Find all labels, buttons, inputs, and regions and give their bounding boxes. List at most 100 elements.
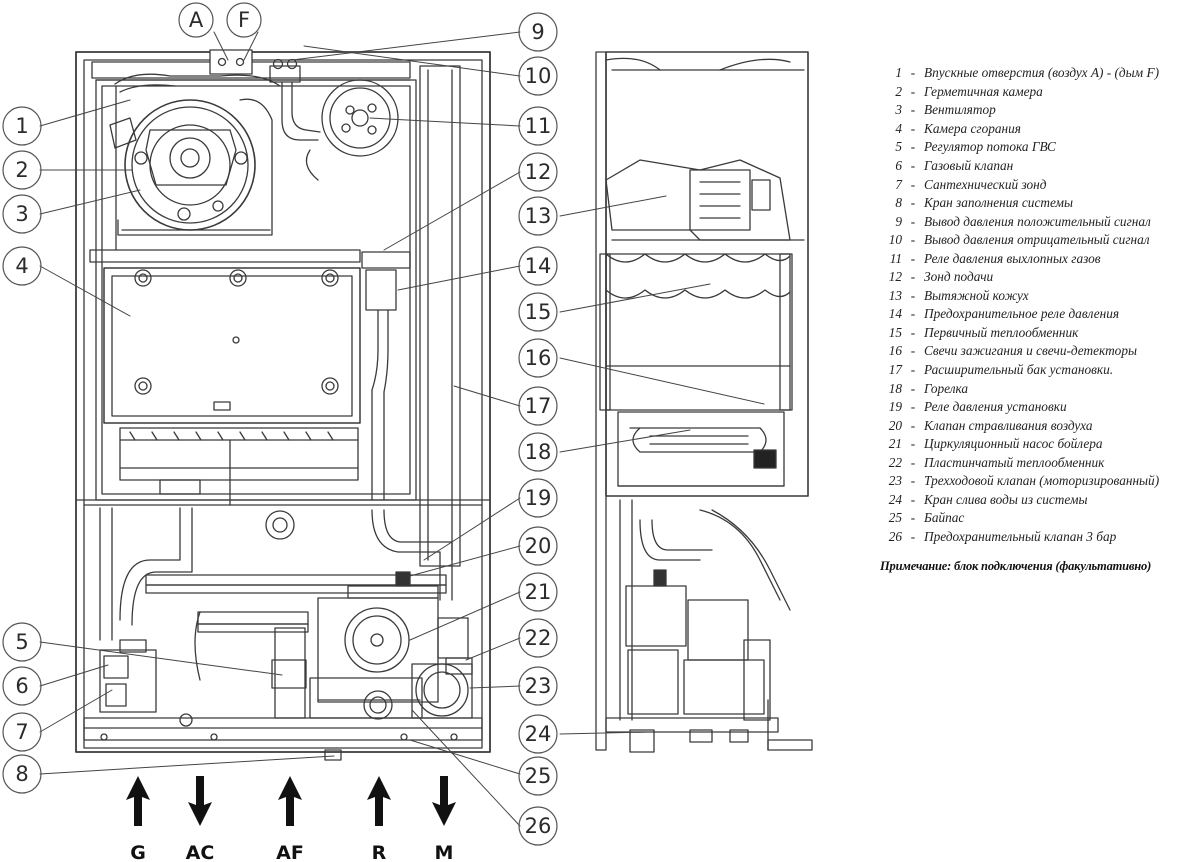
legend-text: Регулятор потока ГВС [924,139,1056,155]
legend-row: 6-Газовый клапан [880,157,1196,176]
legend-number: 14 [888,306,902,322]
parts-legend: 1-Впускные отверстия (воздух А) - (дым F… [880,64,1196,546]
legend-text: Циркуляционный насос бойлера [924,436,1103,452]
legend-separator: - [910,454,916,470]
legend-row: 22-Пластинчатый теплообменник [880,453,1196,472]
legend-row: 19-Реле давления установки [880,398,1196,417]
legend-row: 26-Предохранительный клапан 3 бар [880,528,1196,547]
callout-20: 20 [525,534,552,558]
legend-row: 10-Вывод давления отрицательный сигнал [880,231,1196,250]
legend-text: Трехходовой клапан (моторизированный) [924,473,1160,489]
legend-text: Пластинчатый теплообменник [924,454,1105,470]
callout-17: 17 [525,394,552,418]
legend-row: 4-Камера сгорания [880,120,1196,139]
callout-12: 12 [525,160,552,184]
callout-24: 24 [525,722,552,746]
connection-label-r: R [372,842,387,862]
legend-number: 8 [895,195,902,211]
callout-13: 13 [525,204,552,228]
legend-text: Свечи зажигания и свечи-детекторы [924,343,1137,359]
callout-3: 3 [15,202,28,226]
connection-label-ac: AC [186,842,215,862]
callout-18: 18 [525,440,552,464]
legend-separator: - [910,380,916,396]
legend-number: 7 [895,176,902,192]
legend-number: 5 [895,139,902,155]
side-flue-hood [605,159,791,241]
legend-text: Сантехнический зонд [924,176,1047,192]
legend-row: 9-Вывод давления положительный сигнал [880,212,1196,231]
legend-number: 16 [888,343,902,359]
legend-number: 3 [895,102,902,118]
arrow-up-icon [126,776,150,826]
connection-label-m: M [435,842,454,862]
legend-separator: - [910,120,916,136]
callout-22: 22 [525,626,552,650]
side-view [595,51,813,753]
legend-text: Байпас [924,510,965,526]
dhw-flow-regulator [271,627,307,719]
legend-row: 2-Герметичная камера [880,83,1196,102]
legend-text: Вывод давления положительный сигнал [924,213,1151,229]
note-text: Примечание: блок подключения (факультати… [880,559,1152,573]
legend-row: 8-Кран заполнения системы [880,194,1196,213]
legend-separator: - [910,269,916,285]
legend-separator: - [910,343,916,359]
legend-row: 17-Расширительный бак установки. [880,361,1196,380]
legend-number: 1 [895,65,902,81]
legend-separator: - [910,473,916,489]
legend-number: 9 [895,213,902,229]
legend-number: 18 [888,380,902,396]
callout-7: 7 [15,720,28,744]
arrow-up-icon [278,776,302,826]
legend-separator: - [910,491,916,507]
legend-text: Вентилятор [924,102,996,118]
legend-separator: - [910,528,916,544]
legend-separator: - [910,232,916,248]
legend-text: Реле давления установки [924,399,1067,415]
legend-row: 12-Зонд подачи [880,268,1196,287]
callout-25: 25 [525,764,552,788]
legend-row: 20-Клапан стравливания воздуха [880,416,1196,435]
arrow-down-icon [188,776,212,826]
legend-row: 13-Вытяжной кожух [880,287,1196,306]
legend-text: Газовый клапан [924,158,1014,173]
callout-f: F [238,8,250,32]
legend-row: 23-Трехходовой клапан (моторизированный) [880,472,1196,491]
callout-11: 11 [525,114,552,138]
legend-row: 14-Предохранительное реле давления [880,305,1196,324]
legend-text: Клапан стравливания воздуха [924,417,1093,433]
legend-separator: - [910,158,916,173]
legend-number: 21 [888,436,902,452]
legend-text: Кран заполнения системы [924,195,1074,211]
callout-23: 23 [525,674,552,698]
combustion-chamber [89,249,361,424]
legend-number: 22 [888,454,902,470]
callout-8: 8 [15,762,28,786]
legend-number: 12 [888,269,902,285]
legend-separator: - [910,195,916,211]
three-way-valve [411,663,473,719]
legend-row: 1-Впускные отверстия (воздух А) - (дым F… [880,64,1196,83]
legend-row: 3-Вентилятор [880,101,1196,120]
burner [119,427,359,506]
legend-text: Расширительный бак установки. [924,362,1114,378]
connection-label-g: G [130,842,146,862]
legend-separator: - [910,436,916,452]
callout-6: 6 [15,674,28,698]
legend-row: 7-Сантехнический зонд [880,175,1196,194]
expansion-tank [419,65,461,567]
legend-separator: - [910,417,916,433]
callout-14: 14 [525,254,552,278]
callout-10: 10 [525,64,552,88]
legend-text: Горелка [924,380,969,396]
legend-text: Зонд подачи [924,269,994,285]
legend-number: 24 [888,491,902,507]
legend-separator: - [910,510,916,526]
fan-assembly [109,98,273,236]
plate-heat-exchanger [437,617,473,675]
legend-number: 17 [888,362,902,378]
legend-number: 13 [888,287,902,303]
